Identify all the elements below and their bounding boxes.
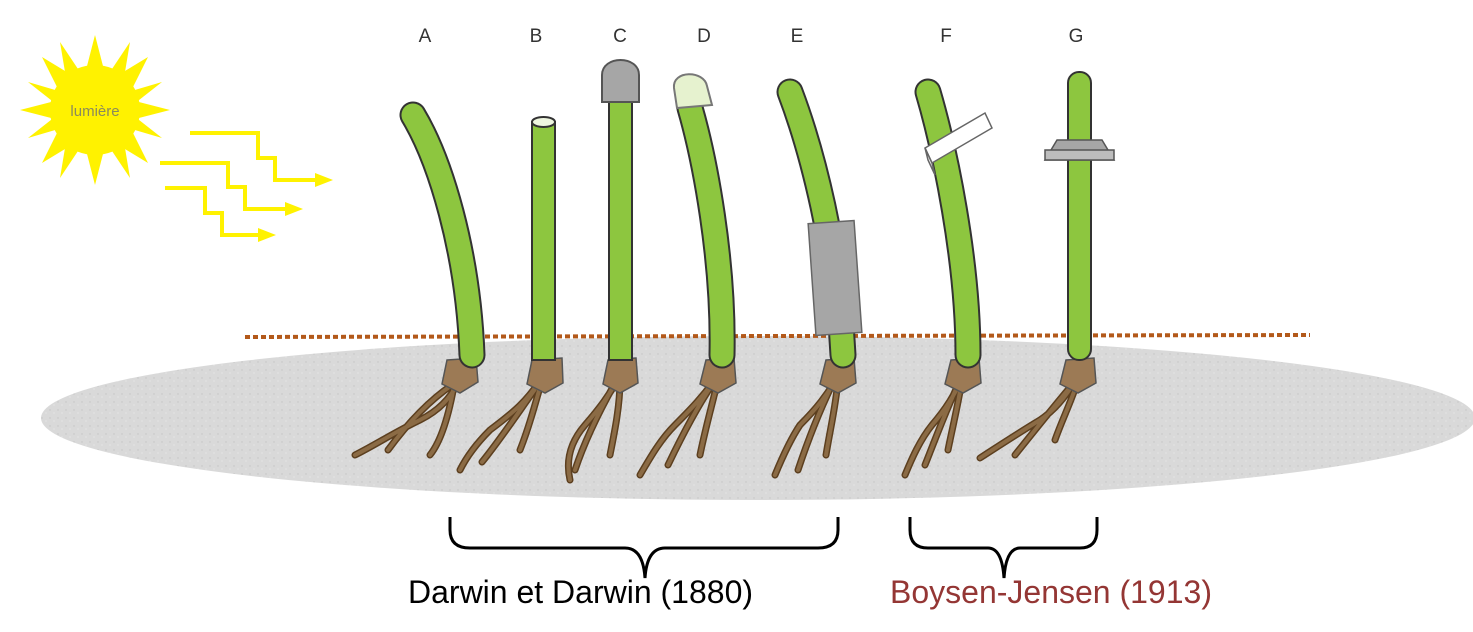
seedling-letter-f: F xyxy=(940,26,952,47)
seedling-letter-g: G xyxy=(1069,26,1084,47)
seedling-letter-e: E xyxy=(791,26,804,47)
cut-tip xyxy=(532,117,555,127)
seedling-letter-d: D xyxy=(697,26,711,47)
stem xyxy=(609,100,632,360)
opaque-sleeve xyxy=(808,221,862,336)
opaque-cap xyxy=(602,60,639,102)
stem xyxy=(532,122,555,360)
light-arrows xyxy=(160,133,333,242)
sun-label: lumière xyxy=(70,103,119,120)
seedling-letter-b: B xyxy=(530,26,543,47)
boysen-brace xyxy=(910,517,1097,578)
soil-ellipse xyxy=(41,336,1473,500)
boysen-caption: Boysen-Jensen (1913) xyxy=(890,572,1212,612)
seedling-letter-c: C xyxy=(613,26,627,47)
soil-surface-line xyxy=(245,335,1310,337)
darwin-brace xyxy=(450,517,838,578)
seedling-letter-a: A xyxy=(419,26,432,47)
stem xyxy=(1068,72,1091,360)
darwin-caption: Darwin et Darwin (1880) xyxy=(408,572,753,612)
transparent-cap xyxy=(674,74,712,108)
